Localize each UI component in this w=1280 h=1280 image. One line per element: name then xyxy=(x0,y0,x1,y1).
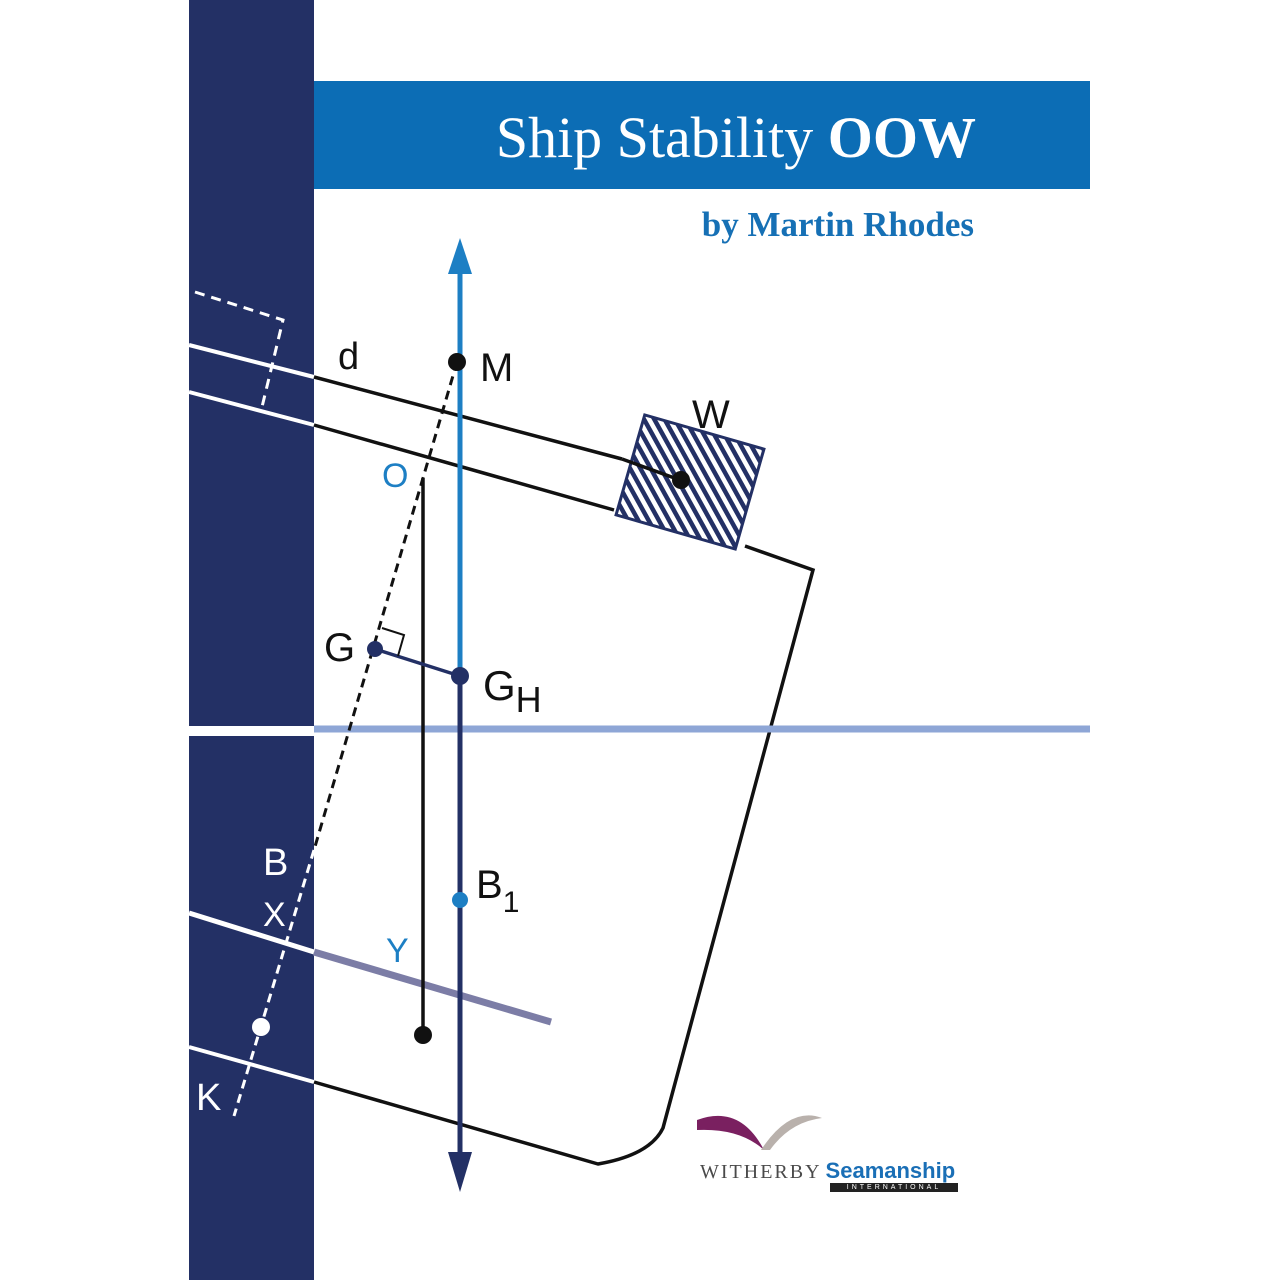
title-band: Ship Stability OOW xyxy=(314,81,1090,189)
label-k: K xyxy=(196,1077,221,1119)
label-y: Y xyxy=(386,932,409,970)
line-y xyxy=(313,948,552,1026)
point-y-end xyxy=(414,1026,432,1044)
label-x: X xyxy=(263,896,286,934)
dashed-box xyxy=(194,290,285,408)
weight-centre xyxy=(672,471,690,489)
deck-line-upper xyxy=(313,375,623,461)
label-b1: B1 xyxy=(476,863,519,919)
label-b: B xyxy=(263,842,288,884)
spine-band xyxy=(189,0,314,1280)
deck-line-upper-spine xyxy=(188,343,315,379)
weight-block xyxy=(614,413,766,551)
centreline-dashed xyxy=(312,361,459,851)
label-d: d xyxy=(338,336,359,378)
line-y-spine xyxy=(188,910,315,955)
label-g: G xyxy=(324,626,355,670)
publisher-brand: Seamanship xyxy=(825,1158,956,1183)
point-g xyxy=(367,641,383,657)
label-o: O xyxy=(382,457,408,495)
point-b1 xyxy=(452,892,468,908)
deck-line-lower-spine xyxy=(188,390,315,427)
label-gh: GH xyxy=(483,662,542,720)
centreline-dashed-spine xyxy=(232,849,316,1117)
author: by Martin Rhodes xyxy=(701,205,974,244)
arrow-up-icon xyxy=(448,238,472,274)
keel-line-spine xyxy=(188,1045,315,1084)
label-w: W xyxy=(692,393,730,437)
publisher-name: WITHERBY xyxy=(700,1161,822,1183)
publisher-logo-left xyxy=(697,1115,764,1150)
right-angle-mark xyxy=(381,627,406,657)
label-m: M xyxy=(480,346,513,390)
weight-arm xyxy=(621,457,681,482)
deck-line-lower xyxy=(313,423,615,512)
publisher-subtitle: INTERNATIONAL xyxy=(830,1183,958,1192)
point-gh xyxy=(451,667,469,685)
point-k xyxy=(252,1018,270,1036)
title-bold: OOW xyxy=(827,105,976,170)
title-regular: Ship Stability xyxy=(495,105,814,170)
line-g-gh xyxy=(374,647,461,678)
arrow-down-icon xyxy=(448,1152,472,1192)
hull-outline xyxy=(313,544,816,1166)
point-m xyxy=(448,353,466,371)
publisher-logo-right xyxy=(761,1115,822,1150)
book-title: Ship Stability OOW xyxy=(496,109,976,167)
